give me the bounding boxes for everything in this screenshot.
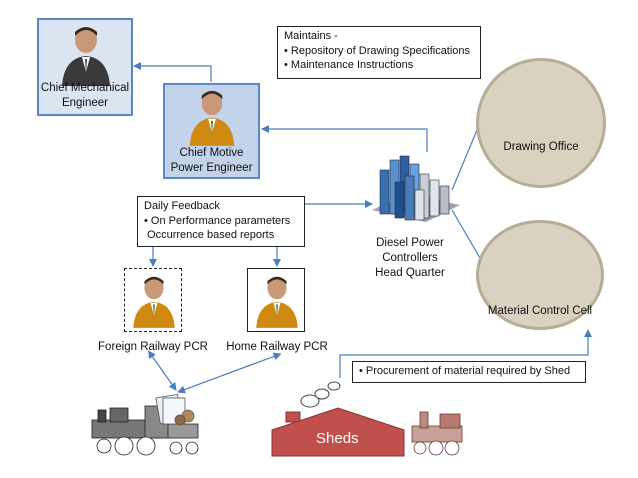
chief-mechanical-box (37, 18, 133, 116)
sheds-building (271, 407, 405, 457)
procurement-note: • Procurement of material required by Sh… (352, 361, 586, 383)
chief-mechanical-label: Chief Mechanical Engineer (40, 82, 130, 109)
person-icon (133, 276, 175, 328)
person-icon (189, 90, 235, 146)
person-icon (62, 27, 110, 86)
connector-sheds-to-material (339, 329, 592, 378)
feedback-title: Daily Feedback (144, 200, 220, 212)
foreign-pcr-label: Foreign Railway PCR (98, 341, 208, 353)
feedback-item: Occurrence based reports (144, 229, 275, 241)
connector-home-to-train (177, 352, 282, 394)
procurement-item: • Procurement of material required by Sh… (359, 365, 571, 377)
home-pcr-label: Home Railway PCR (226, 341, 328, 353)
material-control-circle: Material Control Cell (476, 220, 604, 330)
drawing-office-label: Drawing Office (503, 141, 579, 153)
connector-foreign-to-train (147, 350, 177, 391)
chief-motive-box (163, 83, 260, 179)
steam-train-right-icon (411, 411, 463, 456)
home-pcr-box (247, 268, 305, 332)
foreign-pcr-box (124, 268, 182, 332)
maintains-note: Maintains - • Repository of Drawing Spec… (277, 26, 481, 79)
connector-motive-to-mechanical (133, 62, 212, 82)
documents-icon (155, 393, 195, 426)
hq-building-icon (372, 155, 460, 222)
maintains-item: • Repository of Drawing Specifications (284, 44, 471, 57)
feedback-note: Daily Feedback • On Performance paramete… (137, 196, 305, 247)
diesel-hq-label: Diesel Power Controllers Head Quarter (375, 237, 445, 279)
chief-motive-label: Chief Motive Power Engineer (170, 147, 253, 174)
maintains-title: Maintains - (284, 30, 338, 42)
drawing-office-circle: Drawing Office (476, 58, 606, 188)
smoke-puffs (300, 381, 341, 408)
feedback-item: • On Performance parameters (144, 214, 291, 227)
person-icon (256, 276, 298, 328)
material-control-label: Material Control Cell (487, 305, 593, 317)
connector-hq-to-motive (261, 125, 428, 152)
maintains-item: • Maintenance Instructions (284, 59, 414, 71)
sheds-label: Sheds (316, 430, 359, 447)
